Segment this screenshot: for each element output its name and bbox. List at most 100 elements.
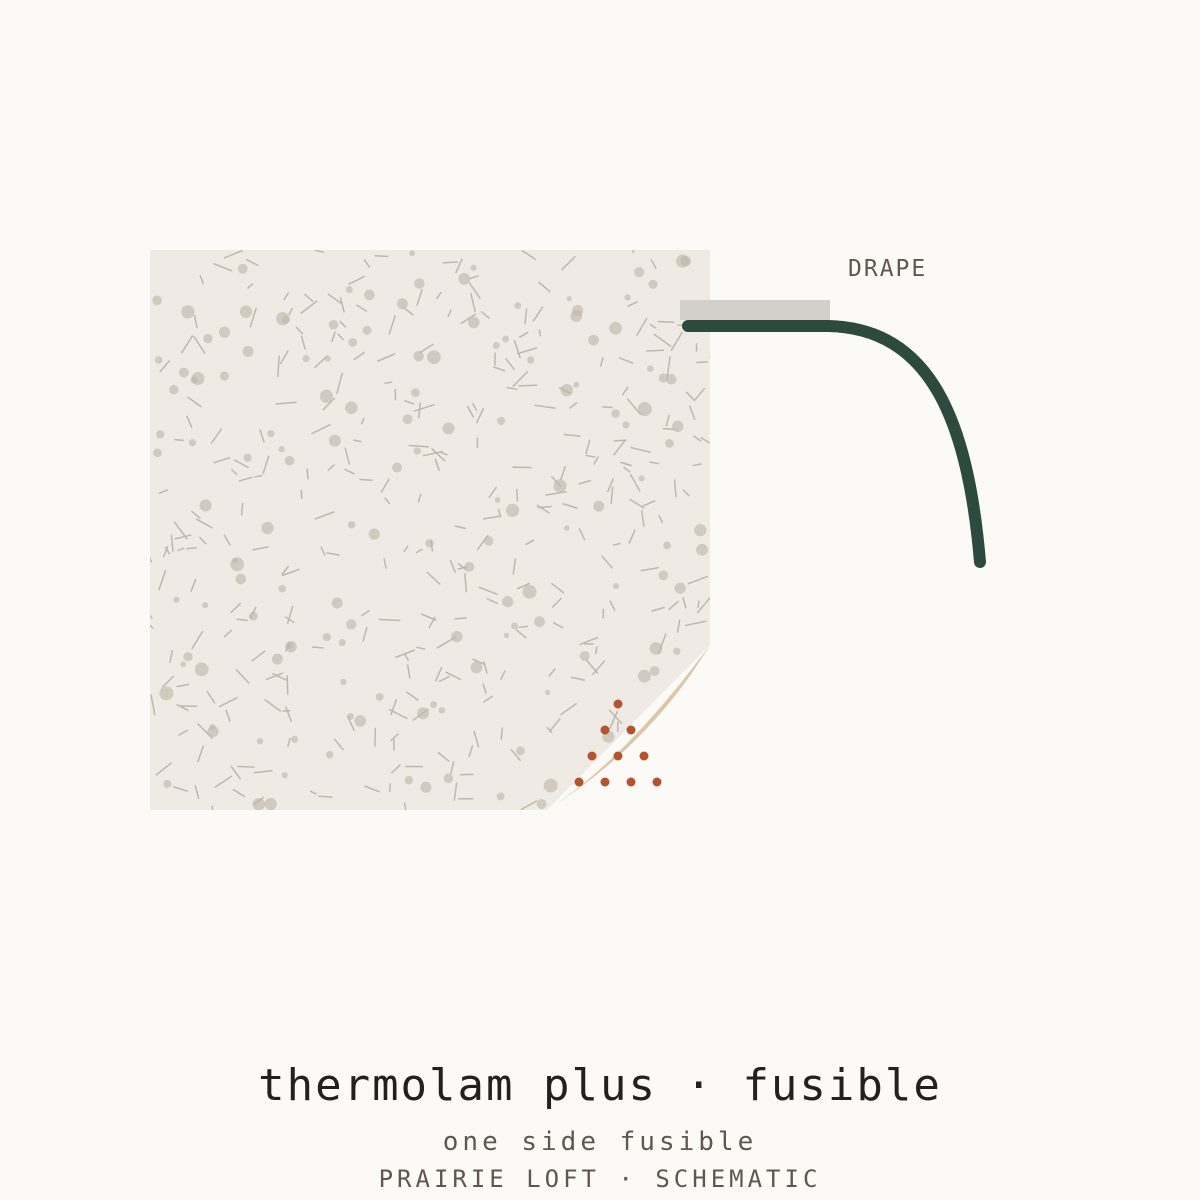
fiber-nub (438, 706, 446, 714)
fiber-strand (416, 646, 426, 650)
fiber-strand (698, 766, 710, 778)
fiber-strand (536, 504, 551, 514)
fiber-strand (356, 304, 368, 313)
fiber-strand (394, 649, 416, 659)
fiber-strand (649, 323, 657, 329)
fiber-strand (225, 709, 231, 722)
fiber-nub (248, 611, 258, 621)
fiber-strand (640, 510, 645, 528)
fiber-strand (435, 291, 442, 300)
fiber-strand (626, 398, 642, 416)
fiber-nub (180, 661, 187, 668)
fiber-strand (473, 730, 480, 748)
fiber-strand (344, 447, 351, 465)
fiber-strand (191, 630, 204, 650)
fiber-strand (578, 479, 592, 485)
fiber-strand (150, 551, 153, 563)
fiber-nub (271, 653, 283, 665)
fiber-nub (515, 746, 525, 756)
fiber-strand (673, 479, 677, 498)
fiber-strand (663, 427, 675, 431)
fiber-strand (360, 609, 370, 617)
fiber-strand (560, 255, 576, 271)
fiber-nub (404, 775, 414, 785)
fiber-nub (646, 365, 654, 373)
fiber-strand (186, 546, 197, 550)
fiber-strand (550, 582, 565, 594)
fiber-strand (406, 664, 411, 679)
fiber-nub (291, 735, 299, 743)
fiber-strand (653, 333, 672, 348)
fiber-strand (363, 785, 380, 793)
fiber-strand (416, 288, 423, 306)
fiber-strand (512, 370, 529, 388)
fiber-strand (518, 625, 529, 629)
fiber-strand (262, 455, 270, 474)
fiber-strand (314, 510, 335, 520)
fiber-nub (159, 686, 174, 701)
fiber-nub (560, 383, 574, 397)
fiber-nub (458, 272, 471, 285)
fiber-nub (467, 316, 480, 329)
adhesive-dot (613, 699, 623, 709)
fiber-strand (609, 600, 616, 611)
fiber-nub (284, 455, 295, 466)
fiber-nub (648, 279, 658, 289)
fiber-strand (162, 675, 175, 688)
fiber-strand (693, 387, 706, 402)
fiber-strand (300, 335, 306, 350)
fiber-strand (388, 315, 397, 335)
fiber-strand (223, 534, 231, 546)
fiber-nub (242, 345, 254, 357)
fiber-strand (472, 658, 486, 666)
fiber-strand (629, 498, 645, 509)
fiber-strand (688, 405, 696, 421)
fiber-strand (218, 696, 238, 708)
fiber-strand (431, 447, 446, 462)
fiber-strand (512, 558, 517, 575)
fiber-nub (572, 304, 584, 316)
fiber-strand (520, 800, 538, 810)
fiber-strand (240, 502, 244, 516)
fiber-nub (322, 633, 331, 642)
fiber-strand (336, 372, 344, 395)
fiber-strand (223, 250, 243, 259)
fiber-nub (396, 298, 408, 310)
fiber-strand (466, 405, 475, 418)
fiber-strand (252, 546, 269, 551)
fiber-nub (658, 373, 669, 383)
fiber-nub (354, 715, 367, 727)
fiber-nub (658, 570, 669, 581)
fiber-nub (430, 701, 437, 709)
fiber-strand (445, 671, 462, 681)
fiber-strand (428, 616, 436, 629)
fiber-strand (236, 618, 248, 622)
fiber-strand (649, 461, 660, 465)
fiber-strand (247, 283, 254, 289)
fiber-strand (506, 386, 518, 391)
fiber-strand (174, 438, 184, 442)
fiber-nub (413, 350, 424, 362)
adhesive-dot (626, 725, 636, 735)
fiber-strand (585, 454, 596, 458)
fiber-strand (609, 710, 619, 729)
fiber-strand (245, 258, 259, 267)
fiber-nub (368, 528, 380, 540)
fiber-strand (230, 765, 242, 780)
fiber-nub (325, 750, 334, 759)
fiber-strand (470, 292, 476, 312)
fiber-nub (511, 622, 519, 630)
fiber-nub (207, 725, 219, 738)
fiber-strand (668, 600, 680, 611)
fiber-strand (618, 357, 634, 365)
fiber-nub (194, 662, 209, 677)
fiber-strand (482, 695, 494, 704)
fiber-nub (543, 778, 558, 793)
fiber-nub (219, 326, 231, 338)
fiber-nub (497, 416, 506, 426)
fiber-strand (630, 446, 651, 454)
fiber-nub (426, 350, 441, 365)
fiber-nub (345, 286, 353, 294)
fiber-strand (374, 255, 389, 258)
fiber-strand (640, 804, 654, 810)
